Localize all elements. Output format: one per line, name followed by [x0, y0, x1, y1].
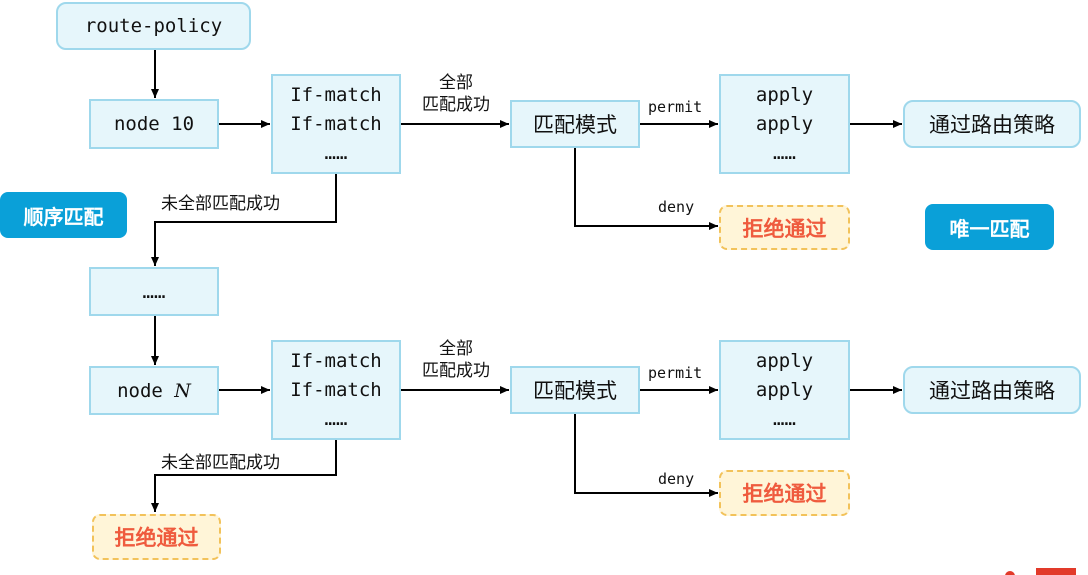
ellipsis-node-box: ……: [89, 267, 219, 316]
route-policy-box: route-policy: [56, 2, 251, 50]
if-match-ellipsis: ……: [324, 141, 348, 164]
match-mode-label: 匹配模式: [533, 113, 617, 137]
arrow-notall-2: [151, 440, 337, 512]
node-10-label: node 10: [113, 113, 195, 135]
pass-policy-box-1: 通过路由策略: [903, 100, 1081, 148]
edge-label-line: 全部: [439, 339, 473, 359]
sequential-match-label: 顺序匹配: [23, 204, 104, 229]
if-match-line: If-match: [290, 349, 382, 372]
edge-label-not-all-match-2: 未全部匹配成功: [161, 453, 280, 473]
edge-label-deny-2: deny: [658, 470, 695, 488]
node-n-variable: N: [174, 379, 191, 402]
reject-box-2: 拒绝通过: [719, 470, 850, 516]
edge-label-all-match-2: 全部 匹配成功: [413, 338, 499, 382]
pass-policy-label: 通过路由策略: [929, 113, 1055, 137]
apply-box-2: apply apply ……: [719, 340, 850, 440]
apply-line: apply: [755, 349, 814, 372]
pass-policy-box-2: 通过路由策略: [903, 366, 1081, 414]
edge-label-line: 匹配成功: [422, 361, 490, 381]
ellipsis-node-label: ……: [142, 280, 166, 303]
edge-label-not-all-match-1: 未全部匹配成功: [161, 194, 280, 214]
if-match-line: If-match: [290, 378, 382, 401]
edge-label-line: 全部: [439, 73, 473, 93]
match-mode-box-1: 匹配模式: [510, 100, 640, 148]
node-n-label: node: [117, 379, 163, 402]
unique-match-tag: 唯一匹配: [925, 204, 1054, 250]
reject-label: 拒绝通过: [742, 216, 827, 241]
if-match-box-1: If-match If-match ……: [271, 74, 401, 174]
node-n-box: node N: [89, 366, 219, 415]
edge-label-deny-1: deny: [658, 198, 695, 216]
if-match-box-2: If-match If-match ……: [271, 340, 401, 440]
edge-label-line: 匹配成功: [422, 95, 490, 115]
apply-line: apply: [755, 112, 814, 135]
match-mode-label: 匹配模式: [533, 379, 617, 403]
edge-label-all-match-1: 全部 匹配成功: [413, 72, 499, 116]
unique-match-label: 唯一匹配: [949, 216, 1030, 241]
match-mode-box-2: 匹配模式: [510, 366, 640, 414]
apply-ellipsis: ……: [773, 141, 796, 164]
reject-box-3: 拒绝通过: [92, 514, 221, 560]
reject-box-1: 拒绝通过: [719, 205, 850, 250]
arrow-deny-1: [574, 148, 718, 230]
if-match-line: If-match: [290, 112, 382, 135]
reject-label: 拒绝通过: [114, 526, 199, 550]
apply-line: apply: [755, 378, 814, 401]
if-match-ellipsis: ……: [324, 407, 348, 430]
apply-line: apply: [755, 83, 814, 106]
pass-policy-label: 通过路由策略: [929, 379, 1055, 403]
reject-label: 拒绝通过: [742, 482, 827, 506]
apply-box-1: apply apply ……: [719, 74, 850, 174]
sequential-match-tag: 顺序匹配: [0, 192, 127, 238]
arrow-notall-1: [151, 174, 337, 266]
logo-mark: [1005, 568, 1076, 575]
edge-label-permit-1: permit: [648, 98, 703, 116]
if-match-line: If-match: [290, 83, 382, 106]
edge-label-permit-2: permit: [648, 364, 703, 382]
node-10-box: node 10: [89, 99, 219, 149]
route-policy-label: route-policy: [84, 15, 223, 37]
apply-ellipsis: ……: [773, 407, 796, 430]
arrow-deny-2: [574, 414, 718, 497]
